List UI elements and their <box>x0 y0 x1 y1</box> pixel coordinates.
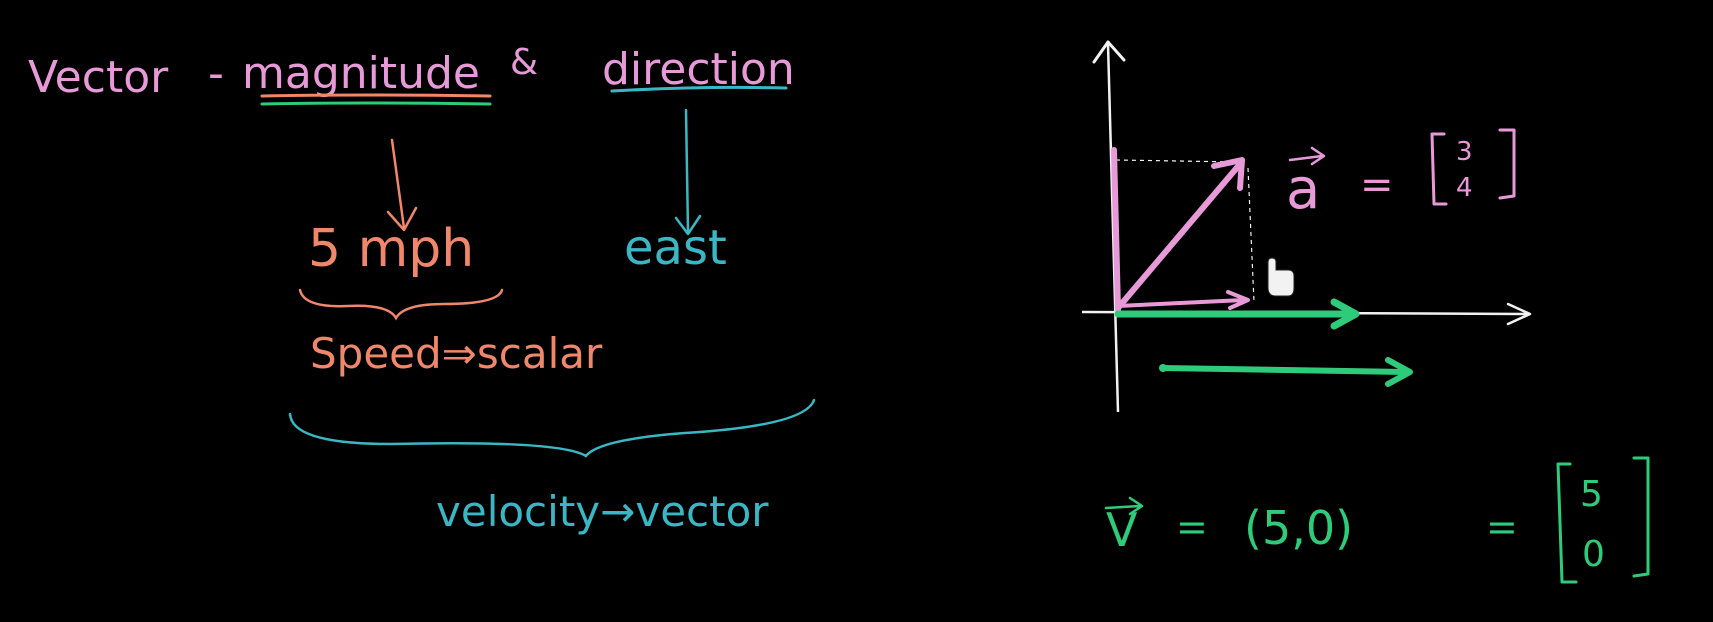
speed-value: 5 mph <box>308 219 474 279</box>
dash: - <box>208 48 224 99</box>
word-east: east <box>624 220 727 276</box>
word-vector: Vector <box>28 52 169 103</box>
direction-underline-blue <box>610 85 788 93</box>
vector-a-bracket-left <box>1430 132 1448 206</box>
vector-a-equals: = <box>1360 162 1394 208</box>
vector-v-overarrow <box>1104 496 1144 516</box>
x-axis-arrowhead <box>1506 302 1532 326</box>
magnitude-down-arrow <box>386 138 418 232</box>
vector-v-equals-2: = <box>1486 505 1518 549</box>
magnitude-underline-orange <box>260 93 492 98</box>
vector-v-bracket-right <box>1632 456 1650 578</box>
vector-v-translated-arrowhead <box>1385 357 1413 387</box>
vector-a-component-1: 3 <box>1456 137 1473 167</box>
vector-a-bracket-right <box>1498 128 1516 200</box>
speed-brace <box>298 288 504 321</box>
hand-cursor-icon <box>1267 257 1295 297</box>
vector-v-translated <box>1160 365 1407 375</box>
velocity-brace <box>288 398 816 458</box>
vector-v-tuple: (5,0) <box>1244 501 1353 555</box>
vector-v-on-axis-arrowhead <box>1330 298 1360 330</box>
direction-down-arrow <box>674 108 702 236</box>
y-axis-arrowhead <box>1092 40 1126 64</box>
vector-v-component-2: 0 <box>1582 534 1605 575</box>
vector-v-component-1: 5 <box>1580 474 1603 515</box>
vector-a-arrowhead <box>1211 157 1245 191</box>
ampersand: & <box>510 42 538 83</box>
word-magnitude: magnitude <box>242 48 480 99</box>
vector-v-equals: = <box>1176 505 1208 549</box>
y-component-pink <box>1111 147 1121 313</box>
magnitude-underline-green <box>260 101 492 106</box>
vector-a-component-2: 4 <box>1456 173 1473 203</box>
x-component-pink <box>1116 290 1250 310</box>
vector-a-arrow <box>1115 161 1243 311</box>
vector-v-bracket-left <box>1556 462 1578 584</box>
speed-scalar: Speed⇒scalar <box>310 329 603 378</box>
velocity-vector: velocity→vector <box>436 487 769 536</box>
vector-a-symbol: a <box>1286 157 1320 222</box>
vector-a-overarrow <box>1288 146 1326 166</box>
projection-vertical <box>1247 167 1255 303</box>
